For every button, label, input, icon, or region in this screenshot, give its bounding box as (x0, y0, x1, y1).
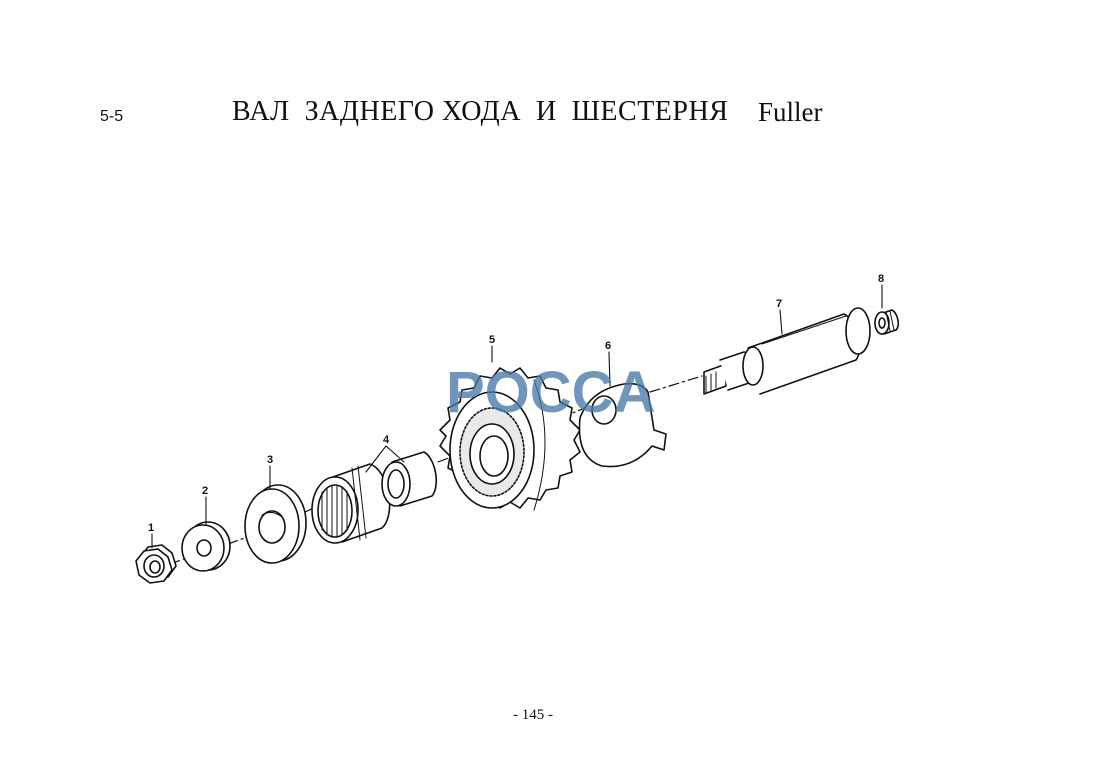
hex-nut-icon (135, 544, 177, 584)
reverse-shaft-icon (703, 307, 871, 395)
thrust-washer-icon (244, 484, 307, 564)
callout-7: 7 (776, 298, 782, 310)
brand-name: Fuller (758, 97, 823, 127)
callout-3: 3 (267, 454, 273, 466)
page-number: - 145 - (513, 707, 553, 723)
washer-icon (181, 521, 231, 572)
callout-5: 5 (489, 334, 495, 346)
reverse-gear-icon (439, 367, 581, 511)
lock-plate-icon (578, 382, 667, 468)
needle-bearing-icon (311, 451, 438, 544)
page-title: ВАЛ ЗАДНЕГО ХОДА И ШЕСТЕРНЯ (232, 96, 729, 127)
callout-leaders (151, 284, 883, 549)
callout-6: 6 (605, 340, 611, 352)
watermark-logo: POCCA (446, 360, 655, 425)
callout-1: 1 (148, 522, 154, 534)
plug-icon (874, 309, 900, 335)
section-number: 5-5 (100, 108, 124, 125)
callout-8: 8 (878, 273, 884, 285)
callout-4: 4 (383, 434, 390, 446)
callout-2: 2 (202, 485, 208, 497)
